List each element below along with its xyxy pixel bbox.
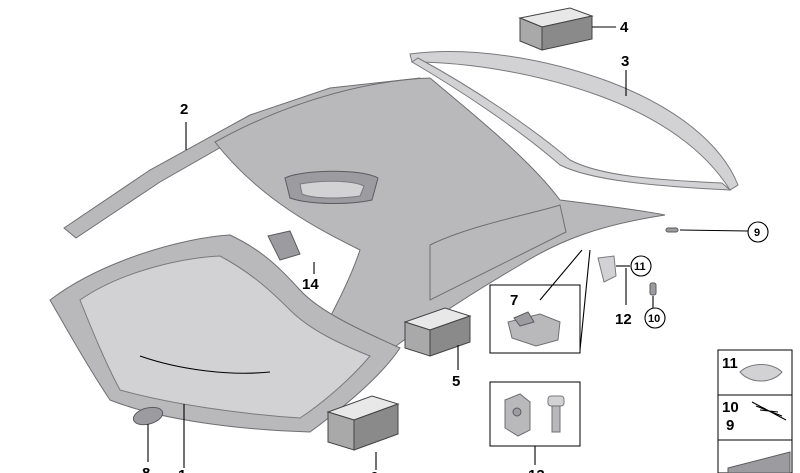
label-10: 10	[648, 313, 660, 325]
part-6-box	[326, 395, 400, 451]
part-5-box	[403, 307, 472, 357]
label-1: 1	[178, 467, 186, 473]
label-2: 2	[180, 101, 188, 118]
label-11-circle	[630, 255, 652, 277]
label-4: 4	[620, 19, 629, 36]
label-10-circle	[644, 307, 666, 329]
label-13: 13	[528, 467, 545, 473]
label-9-circle	[747, 221, 769, 243]
label-9: 9	[754, 227, 760, 239]
legend-label-9: 9	[726, 417, 734, 434]
label-11: 11	[634, 261, 646, 273]
part-1-headliner	[49, 234, 401, 433]
label-8: 8	[142, 465, 150, 473]
part-4-box	[518, 7, 594, 51]
leader-lines	[147, 26, 749, 470]
small-fasteners	[597, 227, 679, 296]
headliner-shell	[214, 77, 666, 376]
label-6: 6	[370, 469, 378, 473]
part-8-oval-cover	[132, 406, 164, 426]
legend-frame	[717, 349, 793, 473]
label-14: 14	[302, 276, 319, 293]
label-5: 5	[452, 373, 460, 390]
legend-label-11: 11	[722, 355, 738, 372]
label-7: 7	[510, 292, 518, 309]
part-13-detail-frame	[489, 381, 581, 447]
label-12: 12	[615, 311, 632, 328]
legend-label-10: 10	[722, 399, 739, 416]
part-7-detail-frame	[489, 284, 581, 354]
part-3-window-frame	[409, 51, 739, 191]
label-3: 3	[621, 53, 629, 70]
part-14-clip	[267, 230, 301, 261]
